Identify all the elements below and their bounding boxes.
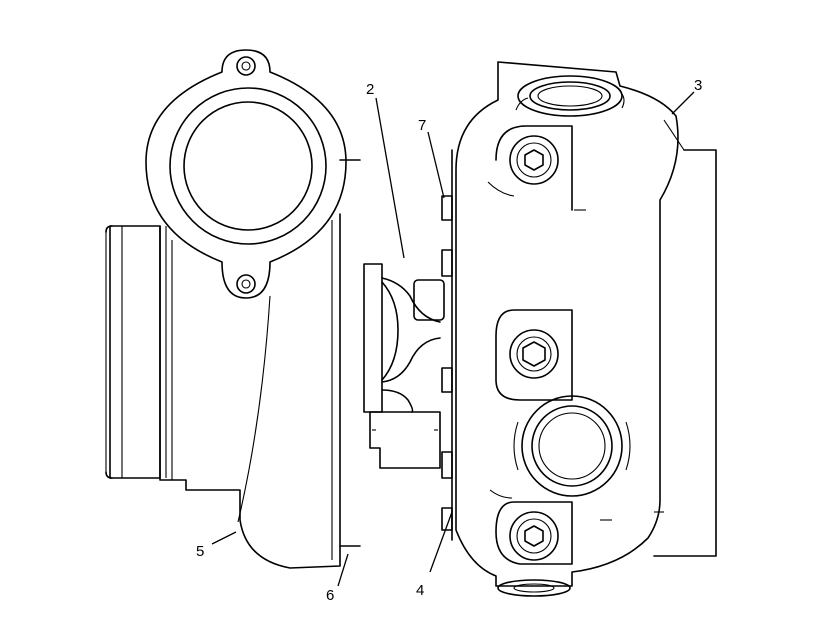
right-housing [455,61,717,597]
callout-7: 7 [418,117,426,134]
callout-3: 3 [694,77,702,94]
callout-5: 5 [196,543,204,560]
callout-6: 6 [326,587,334,604]
middle-adapter [363,149,453,541]
callout-4: 4 [416,582,424,599]
callout-2: 2 [366,81,374,98]
leader-lines [211,91,695,587]
left-housing [105,49,361,569]
callout-labels: 2 3 4 5 6 7 [196,77,702,604]
